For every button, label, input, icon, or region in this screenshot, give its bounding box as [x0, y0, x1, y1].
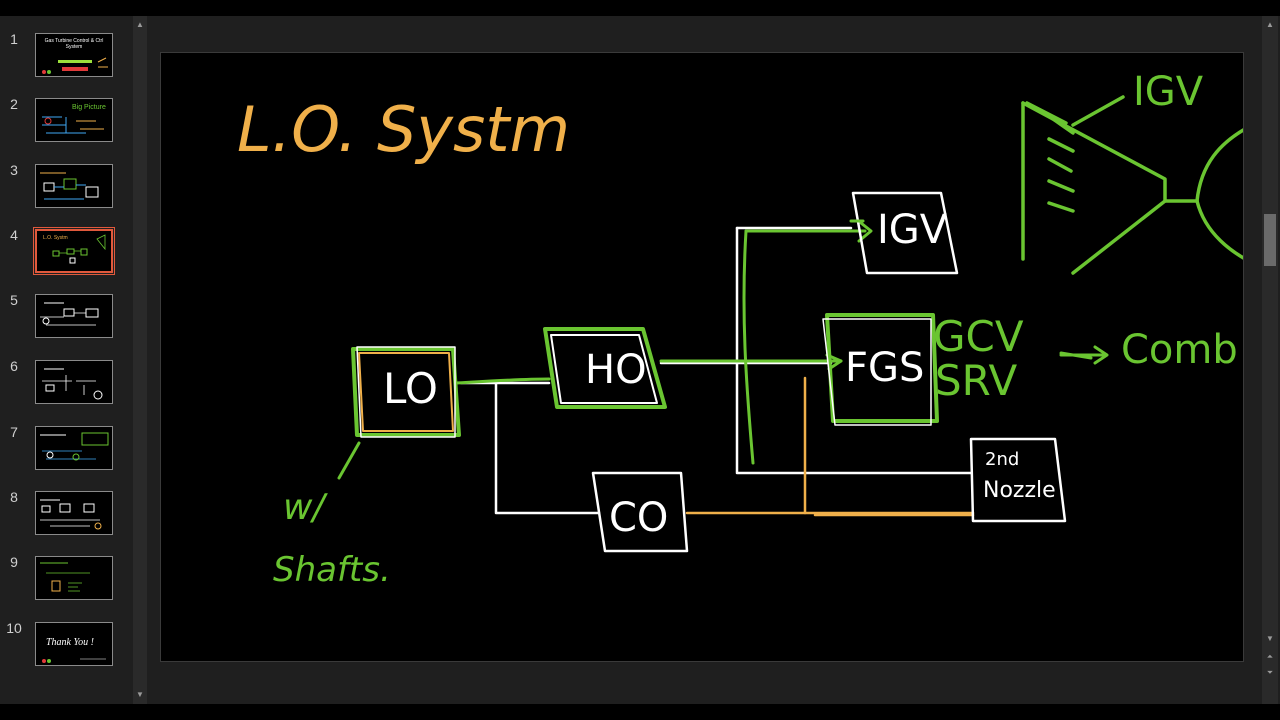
slide-canvas[interactable]: L.O. Systm: [160, 52, 1244, 662]
thumbnail-sketch: [40, 302, 99, 326]
slide-title: L.O. Systm: [237, 93, 570, 166]
slide-thumbnail-pane[interactable]: 1 Gas Turbine Control & Ctrl System 2 Bi…: [0, 16, 150, 704]
thumbnail-slide-4[interactable]: L.O. Systm: [33, 227, 115, 275]
thumbnail-item-2[interactable]: 2 Big Picture: [0, 96, 132, 148]
thumbnail-scrollbar[interactable]: ▲ ▼: [133, 16, 147, 704]
lo-box: [351, 346, 461, 438]
thumbnail-sketch: [40, 172, 99, 200]
thumbnail-slide-6[interactable]: [35, 360, 113, 404]
thumbnail-sketch: Thank You !: [42, 637, 106, 663]
bottom-bar: [0, 704, 1280, 720]
thumbnail-number: 9: [10, 554, 18, 570]
thumbnail-item-6[interactable]: 6: [0, 358, 132, 410]
thumbnail-sketch: [42, 368, 103, 400]
thumbnail-sketch: [42, 57, 108, 74]
igv-box: [849, 191, 959, 275]
thumbnail-sketch: Big Picture: [42, 104, 106, 134]
thumbnail-title: Gas Turbine Control & Ctrl System: [44, 38, 104, 50]
co-label: CO: [609, 495, 668, 541]
gcv-label: GCV: [933, 312, 1024, 361]
scroll-up-arrow-icon[interactable]: ▲: [1266, 20, 1274, 29]
nozzle-label-line1: 2nd: [985, 449, 1019, 470]
thumbnail-slide-10[interactable]: Thank You !: [35, 622, 113, 666]
thumbnail-slide-3[interactable]: [35, 164, 113, 208]
igv-right-label: IGV: [1133, 69, 1204, 115]
thumbnail-item-4[interactable]: 4 L.O. Systm: [0, 227, 132, 279]
thumbnail-slide-2[interactable]: Big Picture: [35, 98, 113, 142]
thumbnail-sketch: [40, 562, 90, 592]
thumbnail-item-7[interactable]: 7: [0, 424, 132, 476]
thumbnail-number: 3: [10, 162, 18, 178]
nozzle-box: [969, 437, 1067, 523]
scrollbar-thumb[interactable]: [1264, 214, 1276, 266]
thumbnail-sketch: [40, 499, 102, 530]
thumbnail-number: 6: [10, 358, 18, 374]
previous-slide-icon[interactable]: ⏶: [1266, 652, 1274, 661]
thumbnail-sketch: L.O. Systm: [43, 234, 106, 264]
srv-label: SRV: [935, 356, 1018, 405]
shaft-label-line2: Shafts.: [273, 550, 391, 590]
thumbnail-slide-9[interactable]: [35, 556, 113, 600]
scroll-down-arrow-icon[interactable]: ▼: [1266, 634, 1274, 643]
lo-label: LO: [383, 364, 438, 413]
arrow-to-comb: [1059, 345, 1109, 365]
igv-label: IGV: [877, 207, 948, 253]
scroll-up-arrow-icon[interactable]: ▲: [136, 20, 144, 29]
thumbnail-title: Big Picture: [72, 104, 106, 111]
thumbnail-number: 10: [6, 620, 22, 636]
thumbnail-slide-7[interactable]: [35, 426, 113, 470]
slide-scrollbar[interactable]: ▲ ▼ ⏶ ⏷: [1262, 16, 1278, 704]
ink-drawing[interactable]: L.O. Systm: [161, 53, 1244, 662]
thumbnail-number: 1: [10, 31, 18, 47]
compressor-sketch: [1021, 95, 1243, 275]
scroll-down-arrow-icon[interactable]: ▼: [136, 690, 144, 699]
thumbnail-number: 8: [10, 489, 18, 505]
ho-box: [543, 327, 667, 409]
fgs-label: FGS: [845, 345, 924, 391]
thumbnail-number: 2: [10, 96, 18, 112]
thumbnail-number: 4: [10, 227, 18, 243]
thumbnail-item-3[interactable]: 3: [0, 162, 132, 214]
thumbnail-slide-8[interactable]: [35, 491, 113, 535]
next-slide-icon[interactable]: ⏷: [1266, 668, 1274, 677]
shaft-label-line1: w/: [283, 487, 328, 528]
co-box: [591, 471, 689, 553]
thumbnail-item-8[interactable]: 8: [0, 489, 132, 541]
thumbnail-slide-1[interactable]: Gas Turbine Control & Ctrl System: [35, 33, 113, 77]
orange-connector-lines: [685, 376, 975, 517]
thumbnail-number: 7: [10, 424, 18, 440]
nozzle-label-line2: Nozzle: [983, 478, 1056, 503]
thumbnail-item-10[interactable]: 10 Thank You !: [0, 620, 132, 672]
comb-label: Comb: [1121, 327, 1238, 373]
fgs-box: [822, 313, 939, 426]
thumbnail-title: L.O. Systm: [43, 235, 68, 241]
thumbnail-number: 5: [10, 292, 18, 308]
top-bar: [0, 0, 1280, 16]
ho-label: HO: [585, 347, 647, 393]
thumbnail-sketch: [40, 432, 109, 461]
thumbnail-item-9[interactable]: 9: [0, 554, 132, 606]
thumbnail-item-1[interactable]: 1 Gas Turbine Control & Ctrl System: [0, 31, 132, 83]
thumbnail-title: Thank You !: [46, 637, 94, 648]
thumbnail-slide-5[interactable]: [35, 294, 113, 338]
thumbnail-item-5[interactable]: 5: [0, 292, 132, 344]
